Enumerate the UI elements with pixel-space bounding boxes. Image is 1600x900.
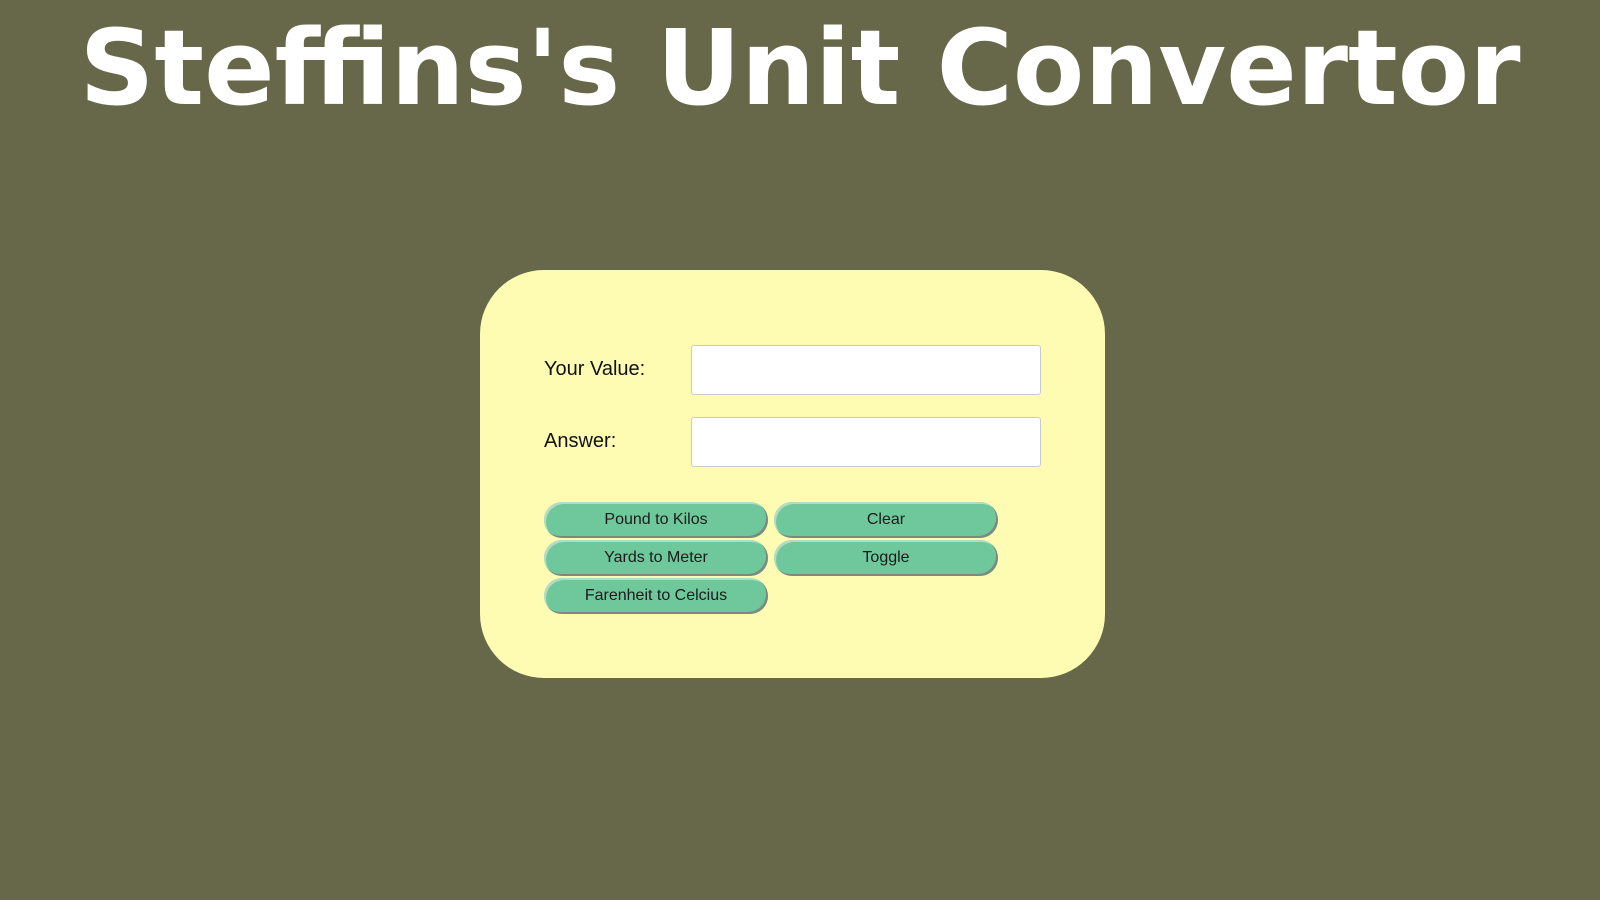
yards-to-meter-button[interactable]: Yards to Meter: [544, 540, 768, 576]
toggle-button[interactable]: Toggle: [774, 540, 998, 576]
clear-button[interactable]: Clear: [774, 502, 998, 538]
pound-to-kilos-button[interactable]: Pound to Kilos: [544, 502, 768, 538]
converter-card: Your Value: Answer: Pound to Kilos Clear…: [480, 270, 1105, 678]
page-title: Steffins's Unit Convertor: [79, 7, 1521, 129]
answer-input[interactable]: [691, 417, 1041, 467]
your-value-input[interactable]: [691, 345, 1041, 395]
answer-label: Answer:: [544, 430, 617, 452]
farenheit-to-celcius-button[interactable]: Farenheit to Celcius: [544, 578, 768, 614]
your-value-label: Your Value:: [544, 358, 646, 380]
